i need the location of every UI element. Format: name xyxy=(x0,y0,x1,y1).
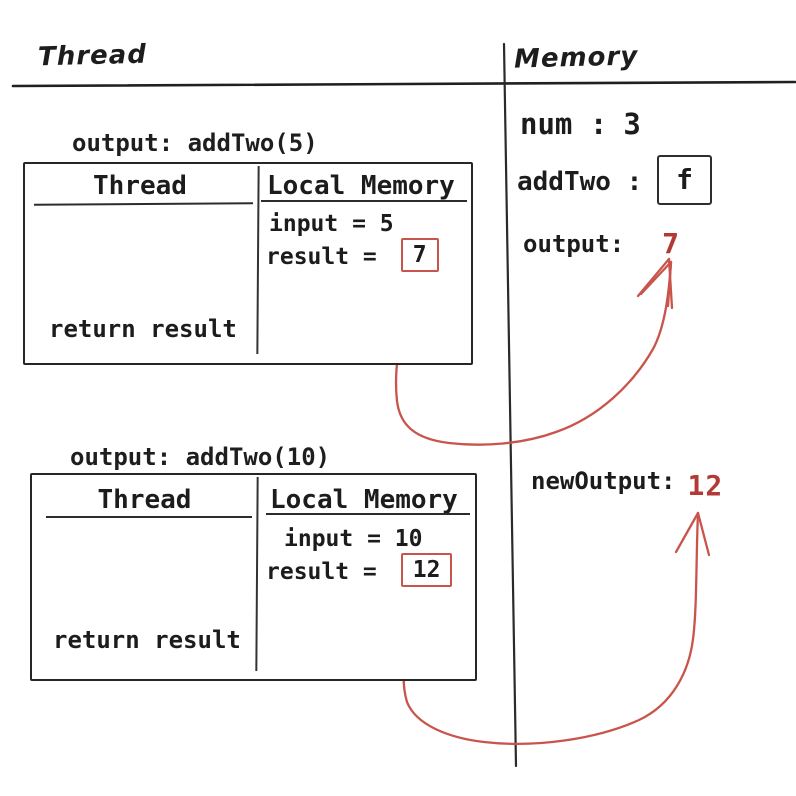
frame2-thread-column-header: Thread xyxy=(97,485,192,515)
memory-addtwo-label: addTwo : xyxy=(517,167,643,197)
result12-arrowhead-left-barb xyxy=(674,511,700,554)
frame1-memory-header-underline xyxy=(261,200,467,203)
memory-output-label: output: xyxy=(523,230,625,258)
memory-num-value: 3 xyxy=(623,107,641,141)
memory-newoutput-label: newOutput: xyxy=(531,467,676,495)
frame1-local-memory-column-header: Local Memory xyxy=(267,171,455,201)
header-horizontal-rule xyxy=(11,80,796,88)
frame2-local-memory-column-header: Local Memory xyxy=(270,485,458,515)
memory-output-entry: output: 7 xyxy=(523,226,680,260)
memory-output-value: 7 xyxy=(662,227,680,260)
frame2-thread-header-underline xyxy=(46,516,252,519)
result12-arrowhead-right-barb xyxy=(696,511,711,557)
frame2-title: output: addTwo(10) xyxy=(70,443,331,471)
thread-memory-divider-line xyxy=(502,42,518,768)
frame1-thread-header-underline xyxy=(33,202,254,206)
frame1-input-binding: input = 5 xyxy=(269,211,394,237)
frame2-execution-context-table: Thread Local Memory input = 10 result = 1… xyxy=(30,473,477,681)
memory-addtwo-entry: addTwo : xyxy=(517,167,642,197)
frame2-result-label: result = xyxy=(266,559,377,585)
output7-up-arrow-barb xyxy=(667,257,674,310)
frame1-thread-column-header: Thread xyxy=(93,171,187,201)
frame2-result-binding: result = 12 xyxy=(266,553,453,589)
frame1-result-value-box: 7 xyxy=(400,238,439,272)
frame1-result-binding: result = 7 xyxy=(266,238,439,274)
frame2-return-statement: return result xyxy=(53,626,241,654)
frame2-result-value-box: 12 xyxy=(400,553,453,587)
frame2-memory-header-underline xyxy=(266,513,470,516)
memory-section-title: Memory xyxy=(513,41,639,75)
memory-function-box: f xyxy=(657,155,712,205)
memory-num-label: num : xyxy=(520,107,608,141)
thread-section-title: Thread xyxy=(37,39,148,73)
frame1-result-label: result = xyxy=(266,244,377,270)
memory-newoutput-value: 12 xyxy=(687,469,724,502)
frame2-column-divider xyxy=(255,476,259,672)
memory-num-entry: num : 3 xyxy=(520,107,641,141)
frame2-input-binding: input = 10 xyxy=(284,526,423,552)
output7-up-arrow-icon xyxy=(636,257,671,298)
memory-newoutput-entry: newOutput: 12 xyxy=(531,463,723,502)
frame1-execution-context-table: Thread Local Memory input = 5 result =7 … xyxy=(23,162,473,365)
result7-arrowhead-left-barb xyxy=(639,260,673,296)
frame1-column-divider xyxy=(256,165,260,355)
frame1-return-statement: return result xyxy=(49,315,237,343)
frame1-title: output: addTwo(5) xyxy=(72,129,318,157)
result7-arrowhead-right-barb xyxy=(666,260,673,308)
